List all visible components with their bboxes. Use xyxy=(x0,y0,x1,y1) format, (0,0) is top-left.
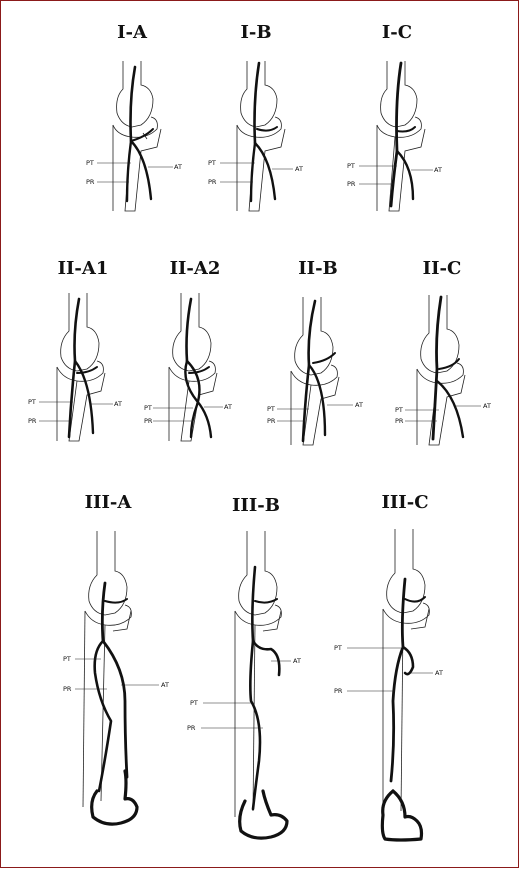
arteries xyxy=(389,61,416,208)
label-AT: AT xyxy=(114,400,122,408)
leg-bones xyxy=(82,531,132,808)
label-AT: AT xyxy=(174,163,182,171)
label-PR: PR xyxy=(28,417,37,425)
arteries xyxy=(249,565,281,811)
panel-title-I-B: I-B xyxy=(240,22,271,43)
label-PT: PT xyxy=(86,159,94,167)
foot-outline xyxy=(380,789,424,842)
foot-outline xyxy=(90,769,139,826)
arteries xyxy=(67,297,98,439)
arteries xyxy=(184,297,213,439)
label-PT: PT xyxy=(347,162,355,170)
panel-title-I-A: I-A xyxy=(117,22,148,43)
panel-title-II-C: II-C xyxy=(423,258,462,279)
arteries xyxy=(431,295,465,441)
label-PT: PT xyxy=(208,159,216,167)
panel-title-III-A: III-A xyxy=(85,492,133,513)
leg-bones xyxy=(234,531,282,817)
label-PR: PR xyxy=(267,417,276,425)
panel-II-A2: II-A2 PT PR AT xyxy=(144,258,232,442)
arteries xyxy=(389,577,426,783)
knee-bones xyxy=(236,61,286,212)
label-AT: AT xyxy=(293,657,301,665)
label-PR: PR xyxy=(334,687,343,695)
panel-III-C: III-C PT PR AT xyxy=(334,492,443,842)
label-PR: PR xyxy=(86,178,95,186)
label-PT: PT xyxy=(334,644,342,652)
label-AT: AT xyxy=(355,401,363,409)
knee-bones xyxy=(290,297,340,446)
panel-II-C: II-C PT PR AT xyxy=(395,258,491,446)
panel-title-I-C: I-C xyxy=(382,22,412,43)
panel-I-B: I-B PT PR AT xyxy=(208,22,303,212)
label-AT: AT xyxy=(224,403,232,411)
label-PT: PT xyxy=(395,406,403,414)
label-PR: PR xyxy=(395,417,404,425)
leg-bones xyxy=(382,529,430,821)
knee-bones xyxy=(112,61,162,212)
knee-bones xyxy=(376,61,426,212)
label-AT: AT xyxy=(435,669,443,677)
arteries xyxy=(249,61,278,203)
foot-outline xyxy=(238,789,289,840)
panel-I-C: I-C PT PR AT xyxy=(347,22,442,212)
arteries xyxy=(301,299,336,443)
label-PR: PR xyxy=(347,180,356,188)
panel-III-A: III-A PT PR AT xyxy=(63,492,169,826)
label-AT: AT xyxy=(161,681,169,689)
label-PR: PR xyxy=(144,417,153,425)
label-AT: AT xyxy=(434,166,442,174)
arteries xyxy=(125,65,154,203)
panel-title-II-A2: II-A2 xyxy=(170,258,221,279)
arteries xyxy=(93,581,129,793)
panel-title-II-B: II-B xyxy=(298,258,338,279)
panel-title-II-A1: II-A1 xyxy=(58,258,109,279)
panel-III-B: III-B PT PR AT xyxy=(187,495,301,840)
label-AT: AT xyxy=(295,165,303,173)
panel-title-III-B: III-B xyxy=(232,495,280,516)
label-PR: PR xyxy=(63,685,72,693)
panel-II-B: II-B PT PR AT xyxy=(267,258,363,446)
panel-title-III-C: III-C xyxy=(381,492,428,513)
label-PT: PT xyxy=(190,699,198,707)
label-PT: PT xyxy=(28,398,36,406)
label-PR: PR xyxy=(208,178,217,186)
label-AT: AT xyxy=(483,402,491,410)
label-PR: PR xyxy=(187,724,196,732)
label-PT: PT xyxy=(267,405,275,413)
panel-I-A: I-A PT PR AT xyxy=(86,22,182,212)
panel-II-A1: II-A1 PT PR AT xyxy=(28,258,122,442)
label-PT: PT xyxy=(144,404,152,412)
label-PT: PT xyxy=(63,655,71,663)
knee-bones xyxy=(416,295,466,446)
